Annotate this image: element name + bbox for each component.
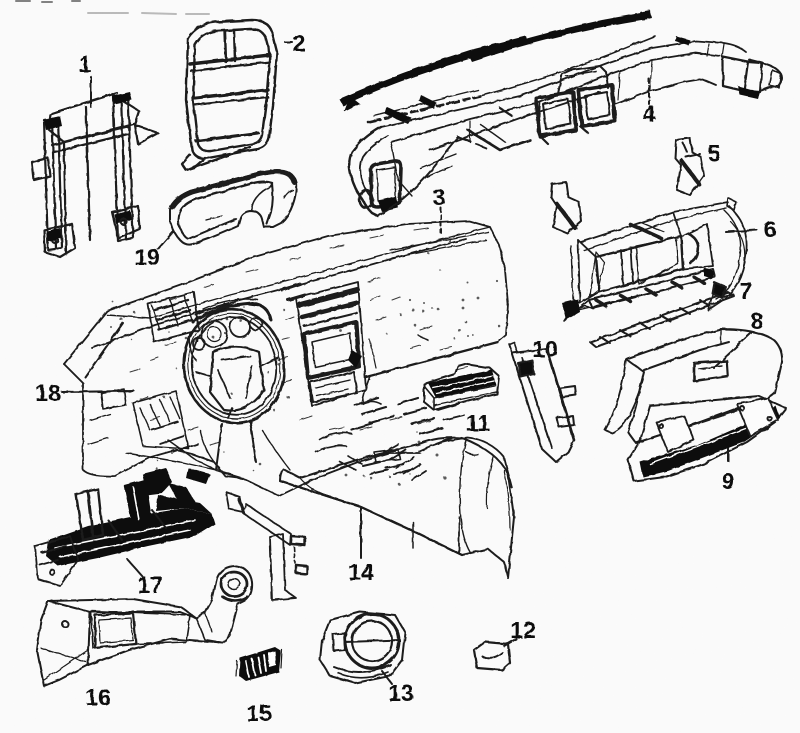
svg-text:6: 6 — [764, 216, 777, 242]
svg-text:19: 19 — [134, 244, 160, 270]
svg-text:2: 2 — [293, 30, 306, 56]
svg-text:11: 11 — [466, 410, 491, 436]
svg-text:7: 7 — [740, 278, 753, 304]
svg-text:5: 5 — [708, 140, 721, 166]
svg-text:16: 16 — [85, 684, 111, 710]
svg-text:14: 14 — [348, 559, 374, 585]
svg-text:1: 1 — [79, 51, 92, 77]
svg-text:3: 3 — [433, 184, 446, 210]
svg-text:18: 18 — [35, 380, 61, 406]
svg-text:8: 8 — [751, 308, 764, 334]
svg-text:9: 9 — [722, 468, 735, 494]
svg-text:12: 12 — [510, 617, 536, 643]
svg-text:4: 4 — [643, 101, 656, 127]
svg-text:15: 15 — [246, 700, 272, 726]
